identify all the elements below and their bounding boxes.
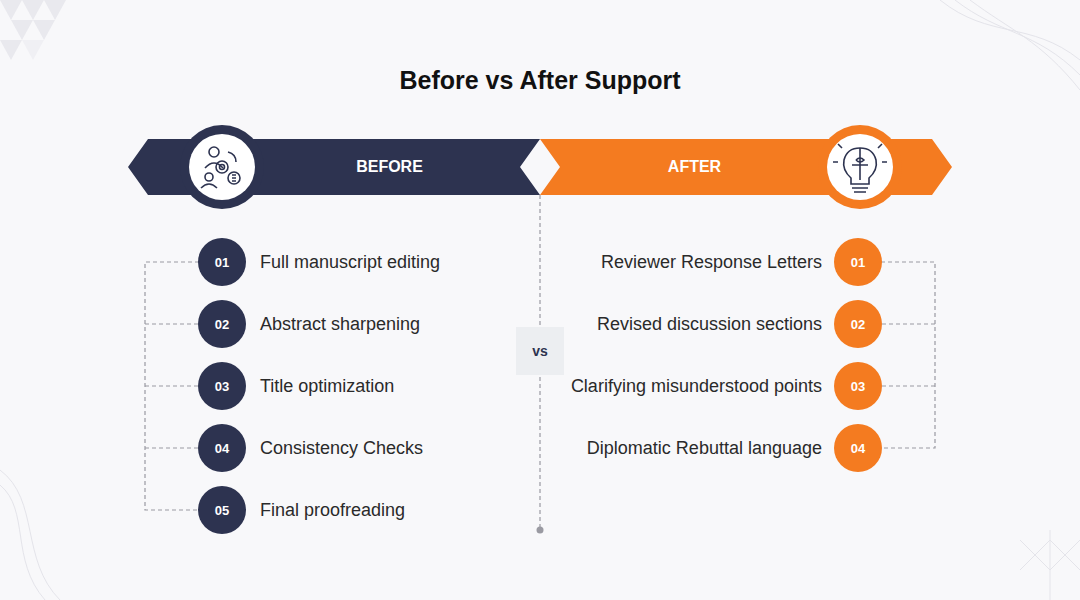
diagram-title: Before vs After Support xyxy=(0,66,1080,95)
item-label: Diplomatic Rebuttal language xyxy=(587,436,822,460)
callout-number: 04 xyxy=(851,441,865,456)
corner-triangles xyxy=(0,0,66,60)
callout-number: 01 xyxy=(215,255,229,270)
lightbulb-icon xyxy=(833,144,887,192)
callout-number: 03 xyxy=(215,379,229,394)
numbered-circle: 01Full manuscript editing xyxy=(198,238,246,286)
numbered-circle: 05Final proofreading xyxy=(198,486,246,534)
item-label: Title optimization xyxy=(260,374,530,398)
item-label: Clarifying misunderstood points xyxy=(571,374,822,398)
item-label: Reviewer Response Letters xyxy=(601,250,822,274)
item-label: Consistency Checks xyxy=(260,436,530,460)
item-label: Final proofreading xyxy=(260,498,530,522)
banner-label-area: AFTER xyxy=(567,139,822,195)
callout-number: 01 xyxy=(851,255,865,270)
numbered-circle: 02Abstract sharpening xyxy=(198,300,246,348)
vs-label: vs xyxy=(532,343,548,359)
banner-label-area: BEFORE xyxy=(262,139,517,195)
callout-number: 05 xyxy=(215,503,229,518)
divider-end-dot xyxy=(537,527,544,534)
numbered-circle: 04Consistency Checks xyxy=(198,424,246,472)
icon-ring xyxy=(180,125,264,209)
banner-heading: BEFORE xyxy=(356,158,423,176)
icon-ring xyxy=(818,125,902,209)
numbered-circle: 03Clarifying misunderstood points xyxy=(834,362,882,410)
numbered-circle: 04Diplomatic Rebuttal language xyxy=(834,424,882,472)
icon-disc xyxy=(189,134,255,200)
banner-heading: AFTER xyxy=(668,158,721,176)
callout-number: 02 xyxy=(215,317,229,332)
item-label: Full manuscript editing xyxy=(260,250,530,274)
vs-badge: vs xyxy=(516,327,564,375)
dashed-brackets xyxy=(145,195,935,528)
people-gear-icon xyxy=(201,147,240,188)
numbered-circle: 03Title optimization xyxy=(198,362,246,410)
callout-number: 04 xyxy=(215,441,229,456)
item-label: Revised discussion sections xyxy=(597,312,822,336)
numbered-circle: 01Reviewer Response Letters xyxy=(834,238,882,286)
icon-disc xyxy=(827,134,893,200)
callout-number: 03 xyxy=(851,379,865,394)
item-label: Abstract sharpening xyxy=(260,312,530,336)
numbered-circle: 02Revised discussion sections xyxy=(834,300,882,348)
callout-number: 02 xyxy=(851,317,865,332)
